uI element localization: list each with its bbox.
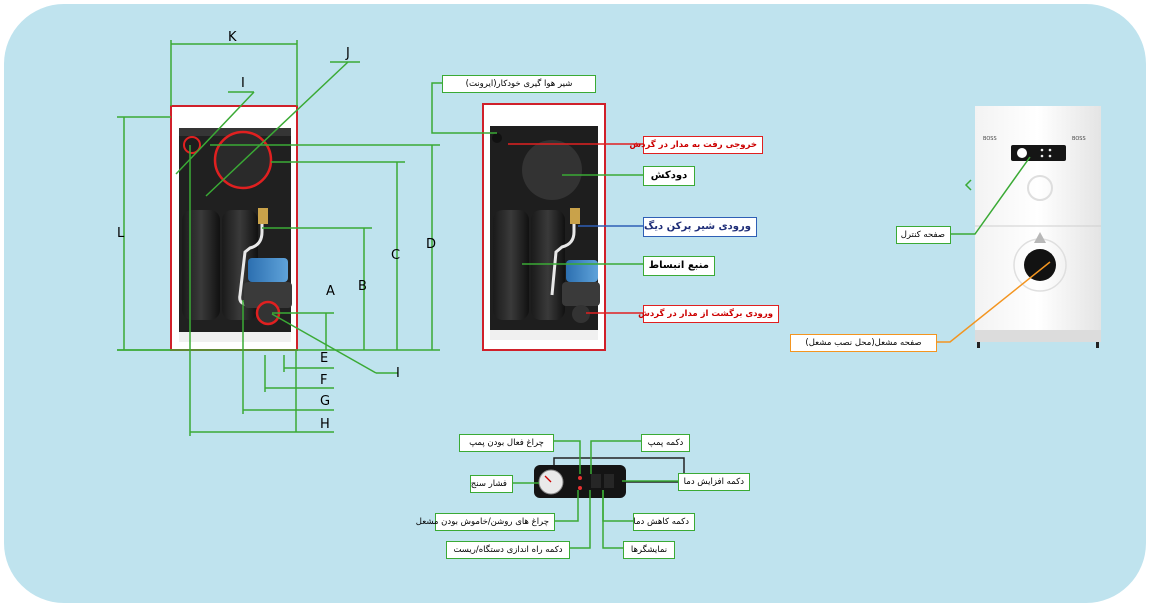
dim-label-f: F bbox=[320, 373, 328, 388]
dim-label-b: B bbox=[358, 279, 367, 294]
dim-label-d: D bbox=[426, 237, 437, 252]
label-return-inlet: ورودی برگشت از مدار در گردش bbox=[638, 305, 779, 323]
label-displays: نمایشگرها bbox=[623, 541, 675, 559]
control-panel-drawing bbox=[534, 457, 685, 498]
label-supply-outlet: خروجی رفت به مدار در گردش bbox=[629, 136, 763, 154]
label-temp-up-button: دکمه افزایش دما bbox=[678, 473, 750, 491]
dim-label-i-top: I bbox=[241, 76, 245, 91]
label-chimney: دودکش bbox=[643, 166, 695, 186]
panel-leaders bbox=[513, 440, 678, 549]
label-burner-lights: چراغ های روشن/خاموش بودن مشعل bbox=[416, 513, 555, 531]
dim-label-h: H bbox=[320, 417, 330, 432]
labelled-boiler bbox=[482, 103, 606, 351]
label-expansion-tank: منبع انبساط bbox=[643, 256, 715, 276]
front-view-boiler bbox=[975, 106, 1101, 348]
dim-label-g: G bbox=[320, 394, 331, 409]
label-temp-down-button: دکمه کاهش دما bbox=[633, 513, 695, 531]
label-pump-active-light: چراغ فعال بودن پمپ bbox=[459, 434, 554, 452]
label-start-reset-button: دکمه راه اندازی دستگاه/ریست bbox=[446, 541, 570, 559]
dimension-lines bbox=[117, 40, 440, 436]
label-pressure-gauge: فشار سنج bbox=[470, 475, 513, 493]
dim-label-e: E bbox=[320, 351, 329, 366]
front-leaders bbox=[937, 156, 1051, 343]
boiler-leaders bbox=[431, 82, 643, 314]
dim-label-c: C bbox=[391, 248, 401, 263]
label-control-panel: صفحه کنترل bbox=[896, 226, 951, 244]
dim-label-a: A bbox=[326, 284, 335, 299]
label-fill-valve-inlet: ورودی شیر پرکن دیگ bbox=[643, 217, 757, 237]
dim-label-j: J bbox=[346, 46, 350, 61]
label-burner-plate: صفحه مشعل(محل نصب مشعل) bbox=[790, 334, 937, 352]
brand-logo-left: BOSS bbox=[983, 136, 997, 142]
label-pump-button: دکمه پمپ bbox=[641, 434, 690, 452]
brand-logo-right: BOSS bbox=[1072, 136, 1086, 142]
dim-label-k: K bbox=[228, 30, 237, 45]
dim-label-i-bottom: I bbox=[396, 366, 400, 381]
dim-label-l: L bbox=[117, 226, 125, 241]
label-air-vent: شیر هوا گیری خودکار(ایرونت) bbox=[442, 75, 596, 93]
